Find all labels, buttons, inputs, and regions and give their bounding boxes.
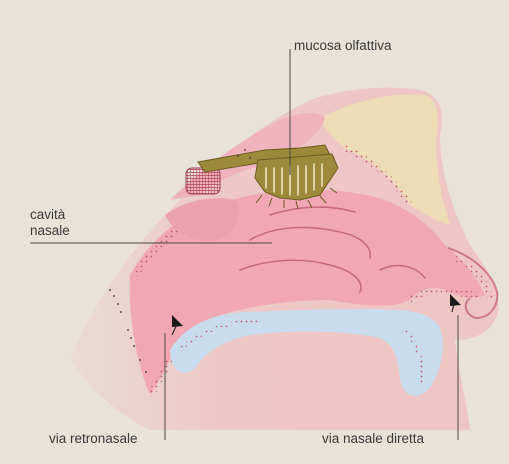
- retronasal-route-label: via retronasale: [49, 431, 138, 447]
- nasal-cavity-label-line1: cavità: [30, 207, 90, 223]
- direct-nasal-route-label: via nasale diretta: [322, 431, 424, 447]
- nasal-cavity-label: cavità nasale: [30, 207, 90, 239]
- nasal-cavity-label-line2: nasale: [30, 223, 90, 239]
- cribriform-plate: [186, 168, 220, 194]
- olfactory-mucosa-label: mucosa olfattiva: [294, 38, 392, 54]
